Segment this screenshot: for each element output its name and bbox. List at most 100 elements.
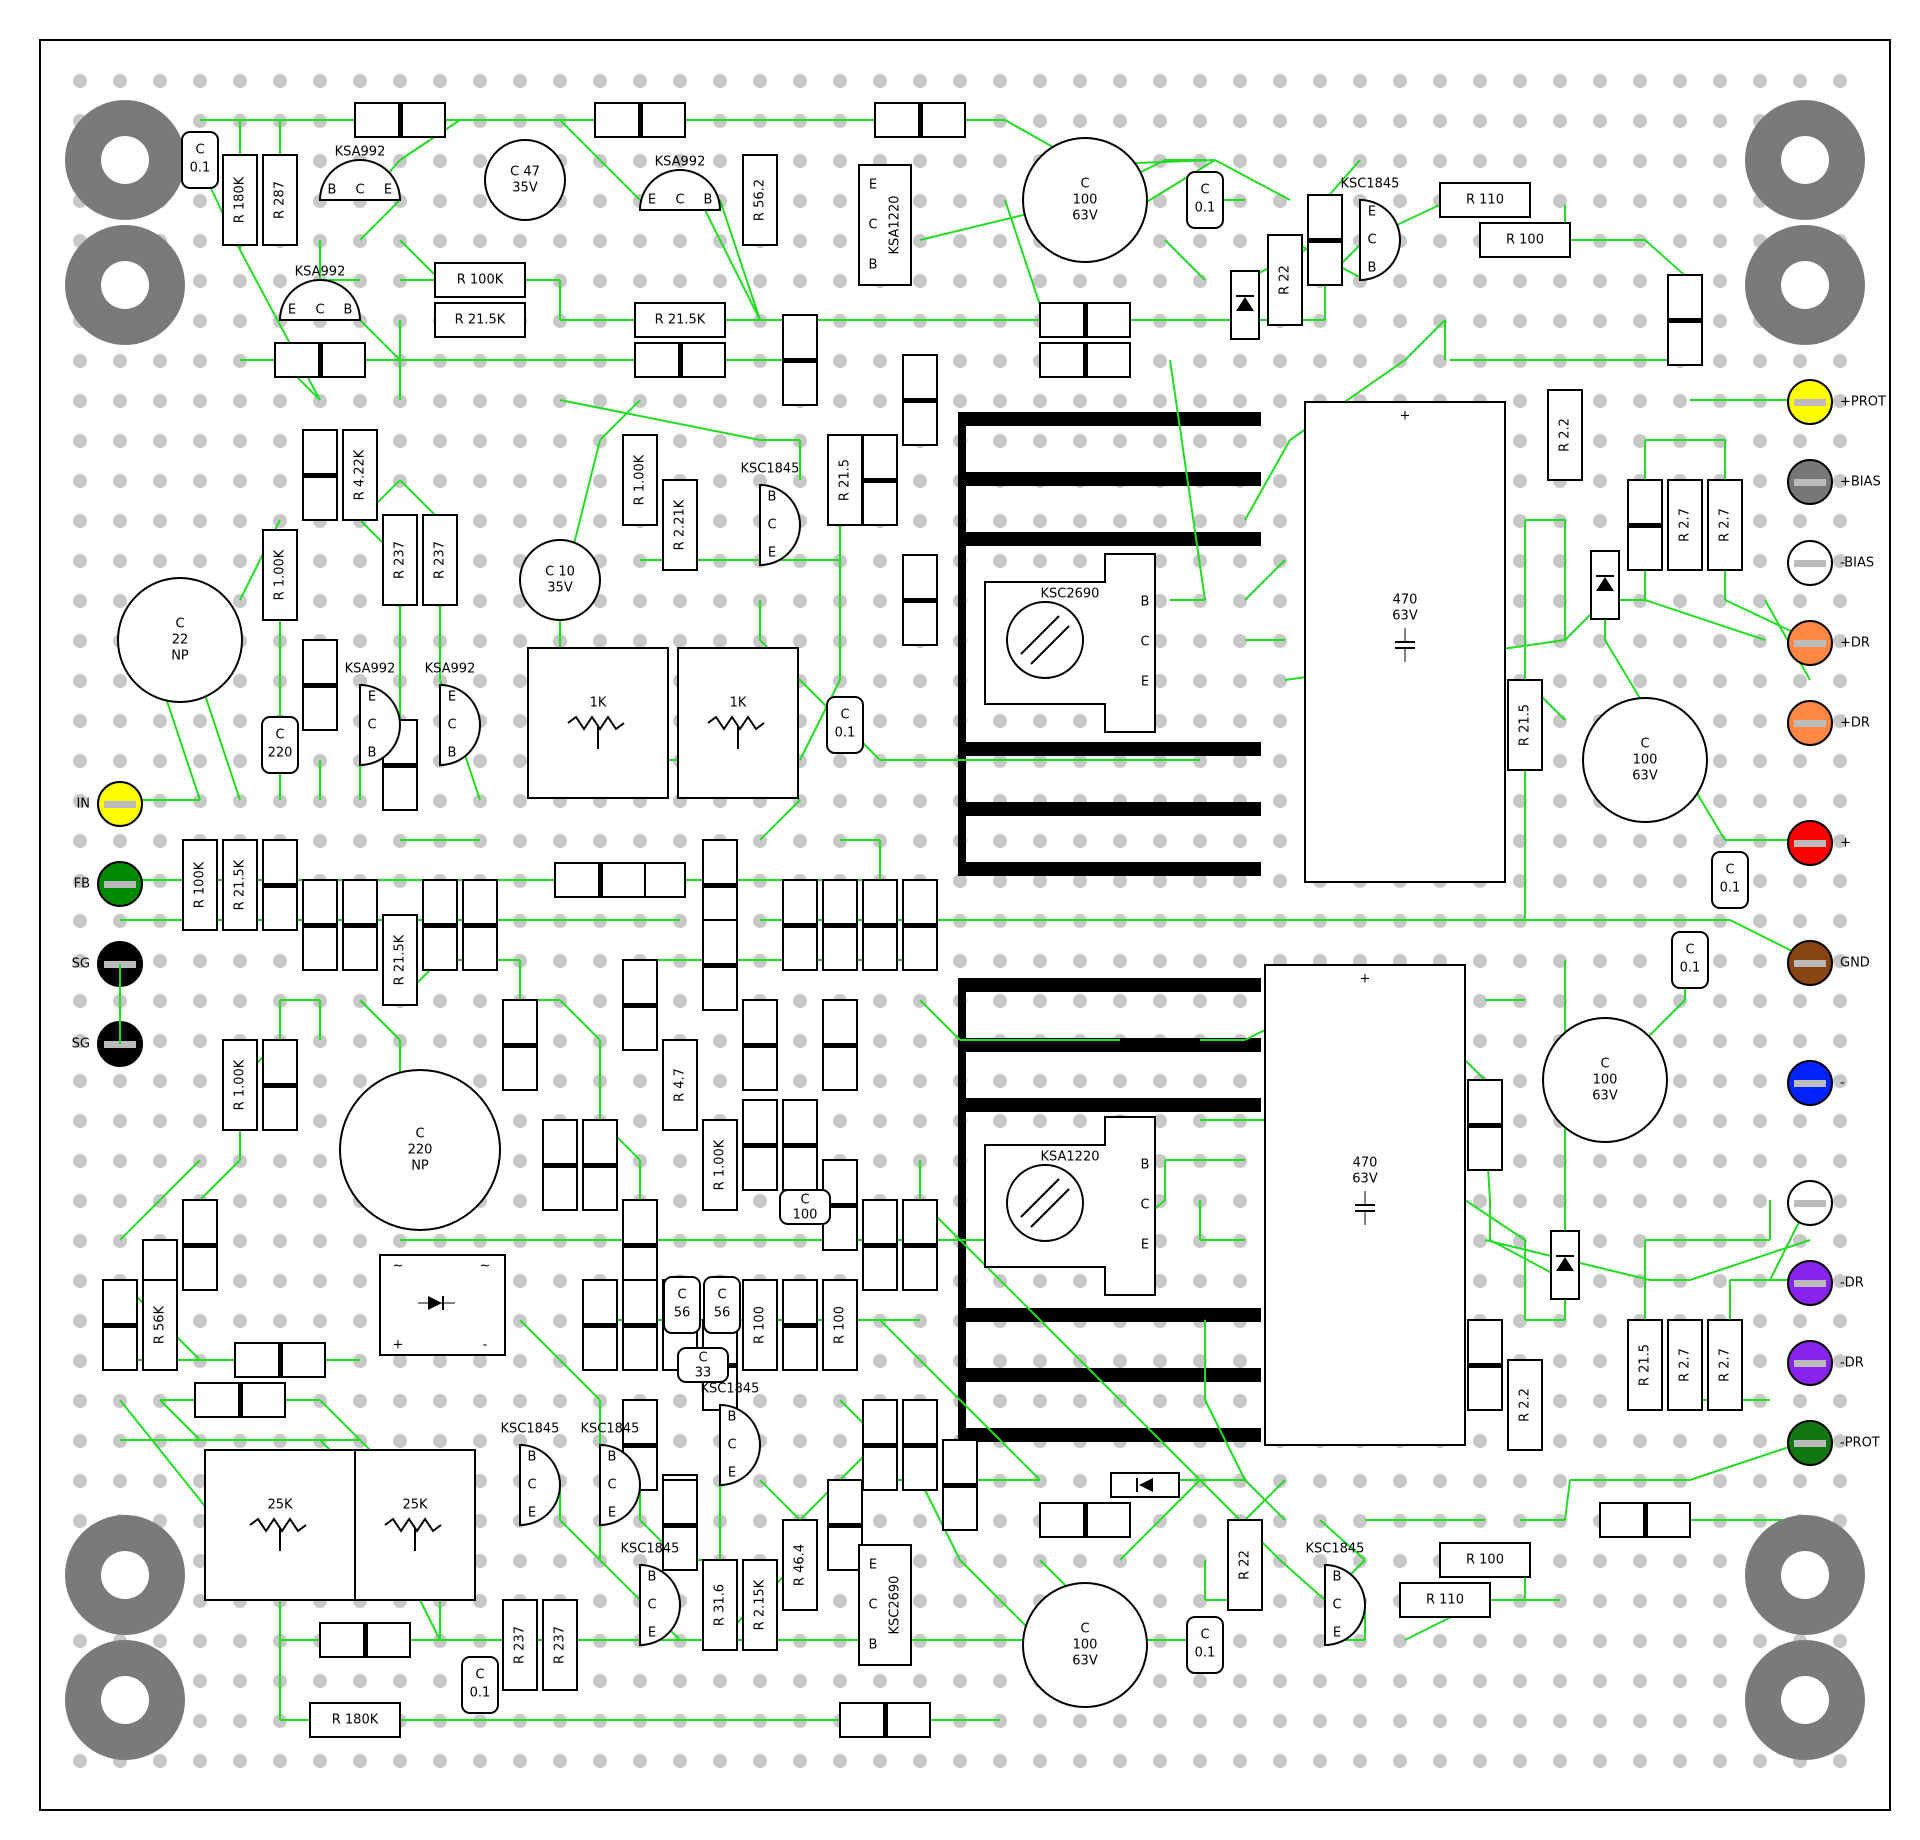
pad bbox=[473, 554, 487, 568]
pad bbox=[1193, 394, 1207, 408]
pad bbox=[1753, 714, 1767, 728]
pad bbox=[353, 1234, 367, 1248]
hole-bottom-left-1 bbox=[65, 1515, 185, 1635]
pad bbox=[73, 634, 87, 648]
resistor bbox=[634, 342, 726, 378]
pad bbox=[1633, 834, 1647, 848]
wire bbox=[1159, 1439, 1201, 1481]
pad bbox=[1193, 994, 1207, 1008]
transistor-name: KSC1845 bbox=[621, 1542, 680, 1557]
pad bbox=[473, 514, 487, 528]
pad bbox=[553, 434, 567, 448]
wire bbox=[1119, 1519, 1161, 1561]
terminal-label: -DR bbox=[1840, 1276, 1864, 1291]
pad bbox=[1513, 1034, 1527, 1048]
pad bbox=[1273, 1634, 1287, 1648]
pad bbox=[233, 994, 247, 1008]
resistor-band bbox=[1643, 1503, 1648, 1537]
pad bbox=[633, 154, 647, 168]
transistor-name: KSC2690 bbox=[888, 1576, 903, 1635]
capacitor-value: 470 bbox=[1393, 593, 1418, 608]
pad bbox=[833, 354, 847, 368]
resistor: R 46.4 bbox=[782, 1519, 818, 1611]
resistor-value: R 4.7 bbox=[673, 1068, 688, 1102]
pad bbox=[353, 1754, 367, 1768]
resistor bbox=[1467, 1079, 1503, 1171]
pad bbox=[1593, 194, 1607, 208]
pad bbox=[1753, 1314, 1767, 1328]
pad bbox=[1193, 714, 1207, 728]
pad bbox=[873, 714, 887, 728]
pad bbox=[153, 434, 167, 448]
pad bbox=[313, 1754, 327, 1768]
pad bbox=[1833, 1034, 1847, 1048]
wire bbox=[919, 1479, 961, 1561]
pad bbox=[1673, 1554, 1687, 1568]
resistor-band bbox=[863, 923, 897, 928]
transistor-name: KSA1220 bbox=[1041, 1150, 1100, 1165]
pad bbox=[193, 994, 207, 1008]
resistor-band bbox=[543, 1163, 577, 1168]
pad bbox=[353, 794, 367, 808]
hole-center bbox=[101, 261, 149, 309]
resistor-band bbox=[883, 1703, 888, 1737]
pot-zigzag bbox=[567, 715, 625, 731]
pad bbox=[73, 1234, 87, 1248]
capacitor-body bbox=[117, 577, 243, 703]
pad bbox=[153, 754, 167, 768]
diode-body bbox=[1230, 270, 1260, 340]
resistor-body bbox=[422, 514, 458, 606]
pad bbox=[1473, 114, 1487, 128]
resistor-value: R 1.00K bbox=[233, 1059, 248, 1110]
resistor-body bbox=[1667, 479, 1703, 571]
capacitor-plus: + bbox=[1400, 409, 1411, 424]
resistor-band bbox=[1468, 1363, 1502, 1368]
pad bbox=[273, 74, 287, 88]
pad bbox=[1673, 1114, 1687, 1128]
pad bbox=[313, 154, 327, 168]
hole-center bbox=[1781, 1676, 1829, 1724]
resistor-band bbox=[638, 103, 643, 137]
wire bbox=[559, 1519, 601, 1561]
pad bbox=[1713, 1034, 1727, 1048]
transistor-pin: C bbox=[675, 193, 684, 208]
pad bbox=[1753, 1034, 1767, 1048]
pad bbox=[1793, 1034, 1807, 1048]
resistor bbox=[342, 879, 378, 971]
pad bbox=[1633, 434, 1647, 448]
resistor bbox=[782, 1279, 818, 1371]
resistor-body bbox=[222, 154, 258, 246]
pad bbox=[1193, 234, 1207, 248]
pad bbox=[1673, 1074, 1687, 1088]
pad bbox=[113, 514, 127, 528]
transistor-name: KSC2690 bbox=[1041, 587, 1100, 602]
pad bbox=[793, 194, 807, 208]
pad bbox=[1713, 754, 1727, 768]
pad bbox=[1513, 594, 1527, 608]
capacitor-value: 0.1 bbox=[1195, 201, 1216, 216]
pad bbox=[1593, 1674, 1607, 1688]
resistor: R 100 bbox=[1439, 1542, 1531, 1578]
pad bbox=[1753, 1354, 1767, 1368]
pad bbox=[193, 1594, 207, 1608]
resistor bbox=[319, 1622, 411, 1658]
pad bbox=[1593, 1594, 1607, 1608]
resistor-body bbox=[502, 1599, 538, 1691]
pad bbox=[433, 434, 447, 448]
pad bbox=[1273, 594, 1287, 608]
pad bbox=[1553, 834, 1567, 848]
pad bbox=[1553, 1194, 1567, 1208]
pad bbox=[1353, 114, 1367, 128]
pad bbox=[1593, 514, 1607, 528]
pad bbox=[1833, 434, 1847, 448]
pad bbox=[1153, 1354, 1167, 1368]
pad bbox=[1433, 1474, 1447, 1488]
pad bbox=[1553, 1354, 1567, 1368]
pad bbox=[1753, 594, 1767, 608]
pad bbox=[593, 954, 607, 968]
pad bbox=[73, 1434, 87, 1448]
